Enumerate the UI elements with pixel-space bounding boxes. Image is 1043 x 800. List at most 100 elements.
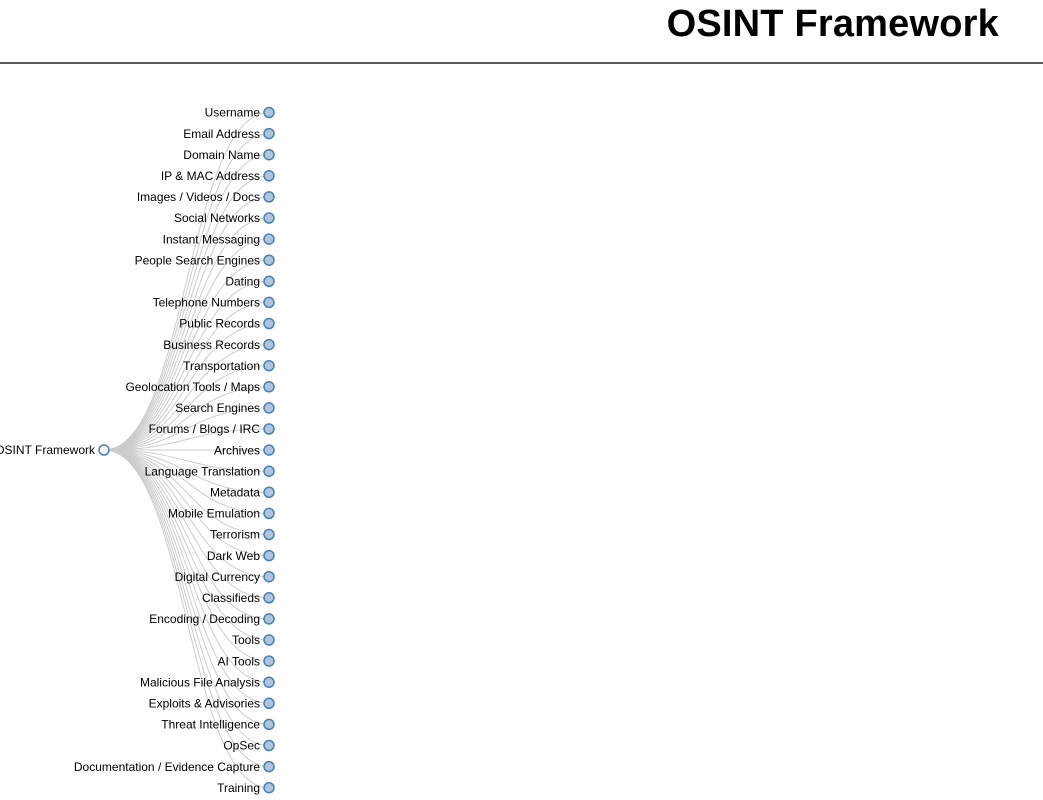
circle-node-icon[interactable] [263,613,275,625]
circle-node-icon[interactable] [263,212,275,224]
circle-node-icon[interactable] [263,465,275,477]
tree-node[interactable]: Telephone Numbers [153,296,275,310]
circle-node-icon[interactable] [263,338,275,351]
tree-node-label[interactable]: Forums / Blogs / IRC [149,422,261,436]
tree-node-label[interactable]: Digital Currency [175,570,260,584]
tree-node-label[interactable]: Public Records [179,317,260,331]
circle-node-icon[interactable] [263,739,275,752]
tree-node[interactable]: Dark Web [207,549,275,563]
tree-node[interactable]: OpSec [223,739,275,753]
tree-node-label[interactable]: Documentation / Evidence Capture [74,760,260,774]
circle-node-icon[interactable] [263,402,275,414]
tree-node-label[interactable]: Training [217,781,260,795]
tree-node-label[interactable]: Mobile Emulation [168,507,260,521]
circle-node-icon[interactable] [263,570,275,583]
tree-node[interactable]: Classifieds [202,591,275,605]
tree-node-label[interactable]: Encoding / Decoding [149,612,260,626]
circle-node-icon[interactable] [263,781,275,794]
tree-node-label[interactable]: Domain Name [183,148,260,162]
circle-node-icon[interactable] [263,655,275,667]
tree-root-node[interactable]: OSINT Framework [0,443,110,457]
tree-node[interactable]: Transportation [183,359,275,373]
tree-node[interactable]: Search Engines [175,401,275,415]
tree-node-label[interactable]: Metadata [210,486,260,500]
circle-node-icon[interactable] [263,381,275,393]
tree-node[interactable]: Business Records [163,338,275,352]
circle-node-icon[interactable] [263,106,275,119]
circle-node-icon[interactable] [263,634,275,646]
tree-node[interactable]: Documentation / Evidence Capture [74,760,275,774]
tree-node-label[interactable]: Social Networks [174,211,260,225]
tree-node[interactable]: Tools [232,633,275,647]
tree-node[interactable]: Domain Name [183,148,275,162]
tree-node[interactable]: Encoding / Decoding [149,612,275,626]
tree-node-label[interactable]: Geolocation Tools / Maps [125,380,260,394]
circle-node-icon[interactable] [263,718,275,731]
tree-node-label[interactable]: Instant Messaging [163,232,260,246]
circle-node-icon[interactable] [263,170,275,182]
tree-node-label[interactable]: Username [205,106,261,120]
tree-node-label[interactable]: Dating [225,275,260,289]
tree-node[interactable]: Images / Videos / Docs [137,190,275,204]
tree-root-label[interactable]: OSINT Framework [0,443,96,457]
tree-node-label[interactable]: Business Records [163,338,260,352]
tree-node-label[interactable]: Exploits & Advisories [149,697,260,711]
circle-node-icon[interactable] [263,423,275,435]
circle-node-icon[interactable] [263,254,275,266]
tree-node-label[interactable]: Terrorism [210,528,260,542]
circle-node-icon[interactable] [98,444,110,456]
tree-node[interactable]: Archives [214,443,275,457]
circle-node-icon[interactable] [263,528,275,541]
tree-node[interactable]: Public Records [179,317,275,331]
circle-node-icon[interactable] [263,233,275,245]
tree-node-label[interactable]: Tools [232,633,260,647]
circle-node-icon[interactable] [263,191,275,203]
tree-node[interactable]: Instant Messaging [163,232,275,246]
tree-node-label[interactable]: Classifieds [202,591,260,605]
tree-node-label[interactable]: Archives [214,443,260,457]
tree-node-label[interactable]: Telephone Numbers [153,296,260,310]
tree-node-label[interactable]: OpSec [223,739,260,753]
tree-node-label[interactable]: Dark Web [207,549,260,563]
circle-node-icon[interactable] [263,444,275,456]
tree-node[interactable]: Mobile Emulation [168,507,275,521]
circle-node-icon[interactable] [263,507,275,520]
circle-node-icon[interactable] [263,697,275,710]
tree-node-label[interactable]: IP & MAC Address [161,169,260,183]
tree-node[interactable]: AI Tools [218,654,275,668]
circle-node-icon[interactable] [263,486,275,499]
tree-node[interactable]: Terrorism [210,528,275,542]
tree-node-label[interactable]: People Search Engines [135,253,260,267]
circle-node-icon[interactable] [263,592,275,604]
tree-node[interactable]: Social Networks [174,211,275,225]
tree-node[interactable]: People Search Engines [135,253,275,267]
tree-node[interactable]: Metadata [210,486,275,500]
circle-node-icon[interactable] [263,148,275,161]
tree-node[interactable]: Geolocation Tools / Maps [125,380,275,394]
tree-node[interactable]: Malicious File Analysis [140,675,275,689]
tree-node-label[interactable]: Threat Intelligence [161,718,260,732]
circle-node-icon[interactable] [263,296,275,309]
tree-node-label[interactable]: Language Translation [145,464,260,478]
tree-node[interactable]: Dating [225,275,275,289]
circle-node-icon[interactable] [263,549,275,562]
tree-node[interactable]: Language Translation [145,464,275,478]
tree-node[interactable]: Email Address [183,127,275,141]
tree-node[interactable]: Training [217,781,275,795]
tree-node-label[interactable]: Transportation [183,359,260,373]
circle-node-icon[interactable] [263,275,275,288]
tree-node-label[interactable]: Email Address [183,127,260,141]
circle-node-icon[interactable] [263,317,275,330]
tree-node-label[interactable]: Images / Videos / Docs [137,190,260,204]
circle-node-icon[interactable] [263,760,275,773]
tree-node[interactable]: Exploits & Advisories [149,697,275,711]
tree-node[interactable]: Forums / Blogs / IRC [149,422,275,436]
tree-node[interactable]: IP & MAC Address [161,169,275,183]
circle-node-icon[interactable] [263,359,275,372]
circle-node-icon[interactable] [263,127,275,140]
tree-node-label[interactable]: AI Tools [218,654,260,668]
tree-node[interactable]: Username [205,106,275,120]
tree-node[interactable]: Threat Intelligence [161,718,275,732]
tree-node-label[interactable]: Search Engines [175,401,260,415]
tree-node[interactable]: Digital Currency [175,570,275,584]
